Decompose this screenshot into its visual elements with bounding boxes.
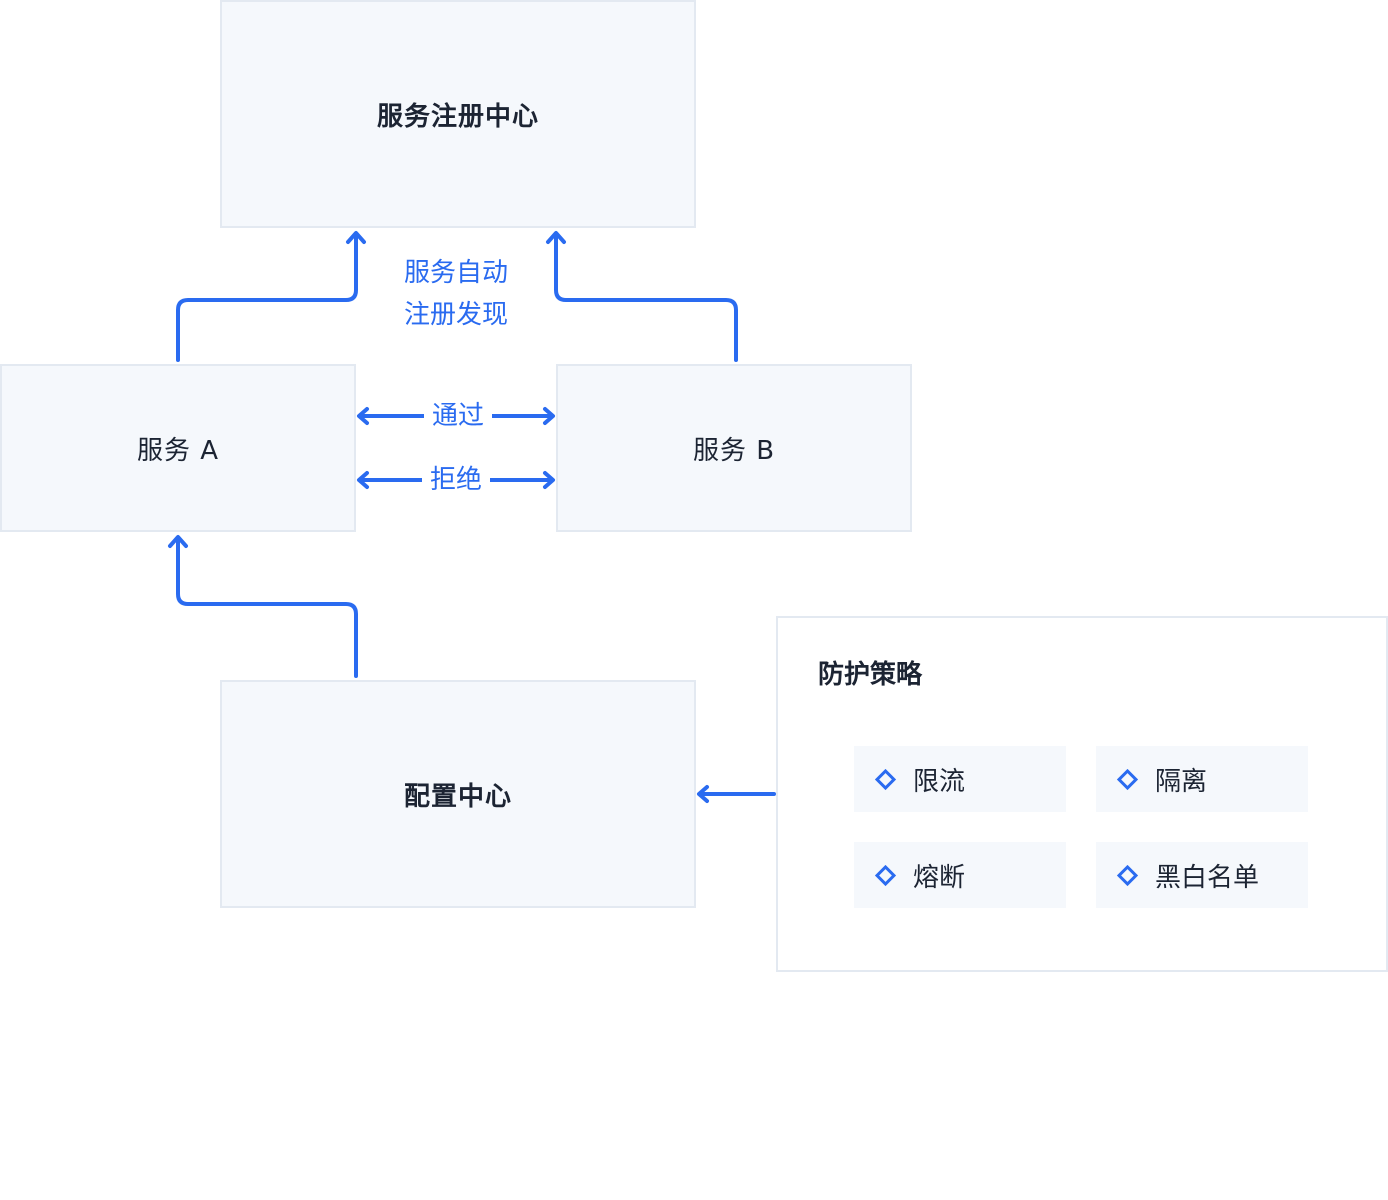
- strategy-item-label: 限流: [913, 766, 966, 797]
- strategy-item-rate-limit: 限流: [854, 746, 1066, 812]
- strategy-item-label: 隔离: [1155, 766, 1208, 797]
- arrowhead-pass-right: [543, 407, 555, 425]
- diamond-icon: [874, 768, 897, 790]
- service-b-node: 服务 B: [556, 364, 912, 532]
- arrowhead-reject-left: [357, 471, 369, 489]
- registration-label-line-1: 服务自动: [403, 258, 508, 288]
- protection-strategy-panel: 防护策略 限流 隔离 熔断 黑白名单: [776, 616, 1388, 972]
- strategy-item-label: 熔断: [913, 862, 966, 893]
- strategy-item-isolation: 隔离: [1096, 746, 1308, 812]
- diamond-icon: [874, 864, 897, 886]
- service-a-node: 服务 A: [0, 364, 356, 532]
- arrowhead-b-to-registry: [546, 231, 566, 244]
- strategy-item-label: 黑白名单: [1155, 862, 1260, 893]
- registry-node: 服务注册中心: [220, 0, 696, 228]
- connector-config-to-a: [176, 536, 358, 678]
- arrowhead-a-to-registry: [346, 231, 366, 244]
- service-a-label: 服务 A: [136, 435, 220, 466]
- arrowhead-reject-right: [543, 471, 555, 489]
- diamond-icon: [1116, 864, 1139, 886]
- diamond-icon: [1116, 768, 1139, 790]
- connector-b-to-registry: [554, 232, 738, 362]
- registration-label-line-2: 注册发现: [403, 300, 508, 330]
- arrowhead-pass-left: [357, 407, 369, 425]
- strategy-item-circuit-breaker: 熔断: [854, 842, 1066, 908]
- config-center-node: 配置中心: [220, 680, 696, 908]
- arrowhead-panel-to-config: [697, 785, 709, 803]
- arrowhead-config-to-a: [168, 535, 188, 548]
- service-b-label: 服务 B: [692, 435, 776, 466]
- strategy-item-allow-deny-list: 黑白名单: [1096, 842, 1308, 908]
- connector-a-to-registry: [176, 232, 358, 362]
- pass-label: 通过: [424, 395, 492, 437]
- registration-label: 服务自动 注册发现: [356, 252, 556, 336]
- reject-label: 拒绝: [422, 459, 490, 501]
- config-center-label: 配置中心: [403, 781, 512, 812]
- protection-strategy-title: 防护策略: [818, 660, 923, 690]
- registry-label: 服务注册中心: [376, 101, 539, 132]
